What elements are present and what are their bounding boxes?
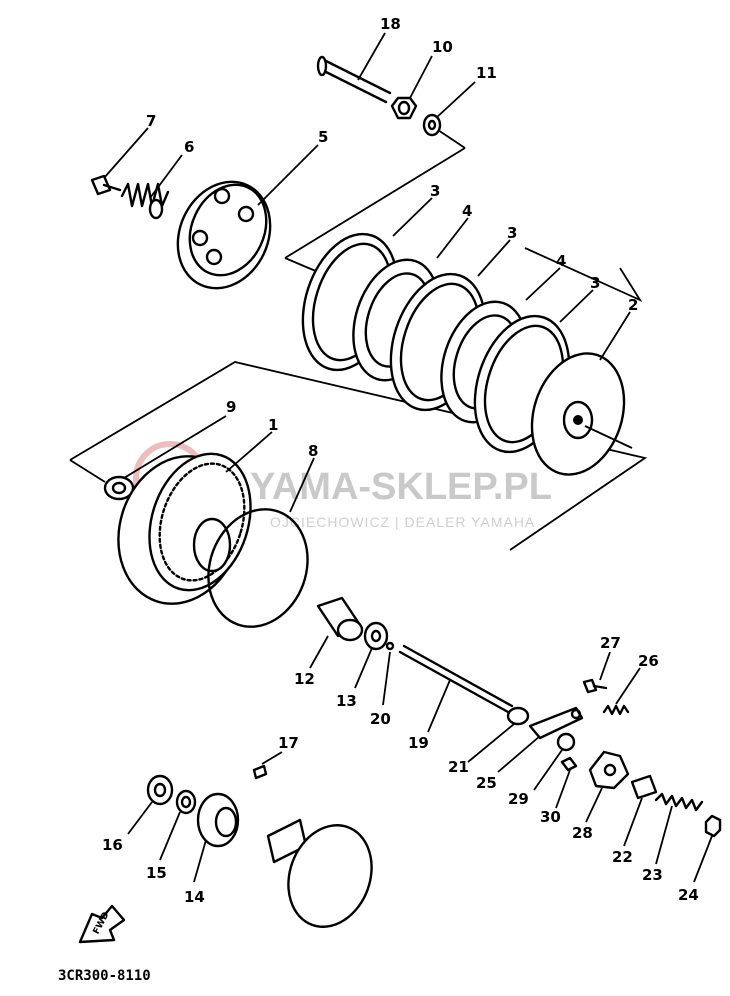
part-16-nut — [127, 774, 174, 835]
callout-21: 21 — [448, 758, 469, 776]
callout-30: 30 — [540, 808, 561, 826]
part-22-adjuster — [623, 774, 658, 847]
part-13-washer — [354, 621, 389, 689]
callout-10: 10 — [432, 38, 453, 56]
callout-14: 14 — [184, 888, 205, 906]
crankshaft-reference — [266, 818, 373, 928]
part-19-push-rod — [398, 644, 514, 733]
callout-9: 9 — [226, 398, 236, 416]
callout-20: 20 — [370, 710, 391, 728]
part-15-lock-washer — [159, 789, 197, 861]
callout-4b: 4 — [556, 252, 566, 270]
callout-24: 24 — [678, 886, 699, 904]
callout-3c: 3 — [590, 274, 600, 292]
callout-27: 27 — [600, 634, 621, 652]
callout-25: 25 — [476, 774, 497, 792]
callout-26: 26 — [638, 652, 659, 670]
part-24-nut — [693, 814, 722, 883]
part-20-ball — [382, 641, 395, 706]
callout-4a: 4 — [462, 202, 472, 220]
callout-1: 1 — [268, 416, 278, 434]
part-27-screw — [582, 651, 611, 694]
callout-6: 6 — [184, 138, 194, 156]
callout-17: 17 — [278, 734, 299, 752]
part-7-screw — [90, 127, 149, 196]
part-18-push-rod — [316, 32, 392, 104]
callout-29: 29 — [508, 790, 529, 808]
part-30-screw — [555, 756, 578, 809]
callout-18: 18 — [380, 15, 401, 33]
part-21-bearing — [467, 706, 530, 763]
part-11-washer — [422, 81, 476, 137]
callout-16: 16 — [102, 836, 123, 854]
callout-12: 12 — [294, 670, 315, 688]
callout-2: 2 — [628, 296, 638, 314]
part-17-woodruff-key — [252, 751, 283, 780]
part-29-washer — [533, 732, 576, 791]
part-10-nut — [390, 55, 433, 120]
callout-3b: 3 — [507, 224, 517, 242]
callout-13: 13 — [336, 692, 357, 710]
callout-23: 23 — [642, 866, 663, 884]
callout-7: 7 — [146, 112, 156, 130]
part-8-o-ring — [207, 457, 315, 628]
callout-22: 22 — [612, 848, 633, 866]
watermark-subtitle: OJCIECHOWICZ | DEALER YAMAHA — [270, 514, 535, 530]
callout-5: 5 — [318, 128, 328, 146]
callout-15: 15 — [146, 864, 167, 882]
part-2-pressure-plate-rear — [530, 311, 633, 476]
diagram-code: 3CR300-8110 — [58, 968, 151, 984]
callout-3a: 3 — [430, 182, 440, 200]
part-23-adjust-bolt — [654, 792, 704, 865]
callout-8: 8 — [308, 442, 318, 460]
part-12-collar — [309, 596, 364, 669]
group-outline-upper — [69, 129, 648, 551]
callout-19: 19 — [408, 734, 429, 752]
part-6-spring — [120, 154, 183, 220]
part-14-primary-drive-gear — [193, 792, 240, 883]
part-5-pressure-plate — [176, 144, 319, 290]
fwd-arrow-icon: FWD — [78, 904, 126, 944]
part-26-spring — [602, 667, 641, 716]
callout-labels: 18 10 11 7 6 5 3 4 3 4 3 2 9 1 8 27 26 1… — [102, 15, 699, 906]
part-25-push-lever — [497, 706, 584, 773]
part-28-push-lever-cover — [585, 750, 630, 823]
callout-11: 11 — [476, 64, 497, 82]
callout-28: 28 — [572, 824, 593, 842]
part-1-clutch-housing — [117, 431, 273, 605]
